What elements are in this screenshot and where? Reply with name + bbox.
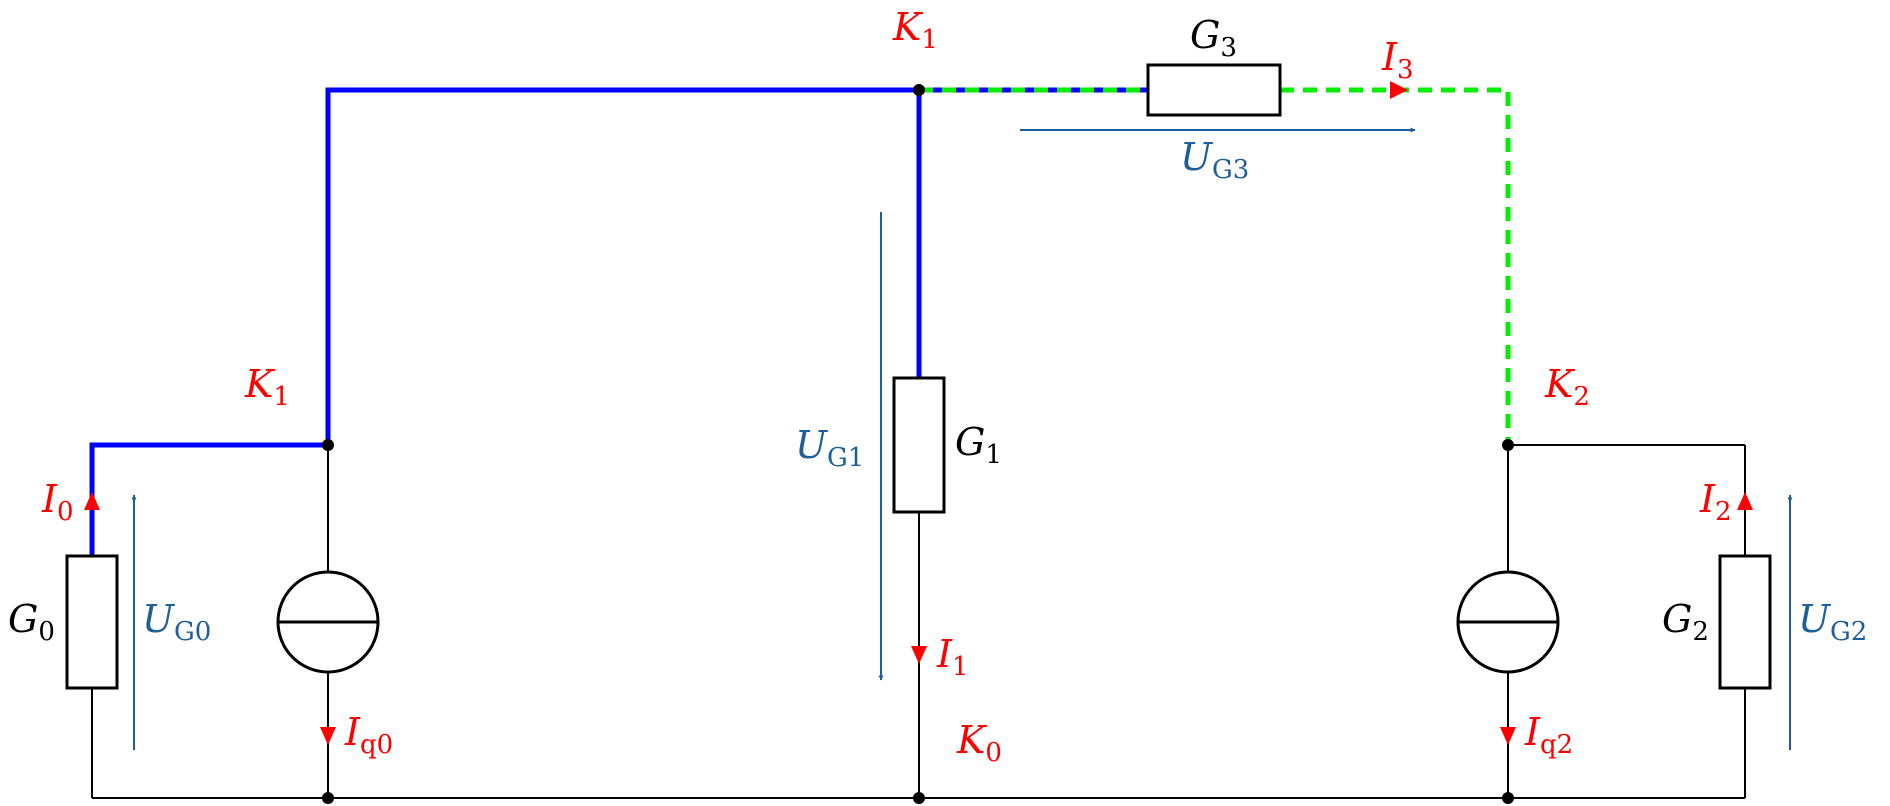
path-k1-left	[89, 87, 922, 556]
arrow-iq0	[320, 727, 336, 745]
label-k2: K2	[1544, 362, 1590, 412]
path-k1	[89, 87, 1148, 556]
label-g1: G1	[955, 420, 1002, 470]
label-i3: I3	[1381, 35, 1414, 85]
label-i0: I0	[41, 477, 74, 527]
arrow-i1	[911, 646, 927, 664]
label-i2: I2	[1699, 477, 1732, 527]
label-iq2: Iq2	[1524, 710, 1573, 760]
junction-k2	[1502, 439, 1514, 451]
label-ug3: UG3	[1180, 135, 1249, 185]
label-k0: K0	[956, 718, 1002, 768]
junction-k1-top	[913, 84, 925, 96]
label-i1: I1	[936, 632, 969, 682]
junctions	[322, 84, 1514, 804]
resistor-g3	[1146, 63, 1282, 117]
arrow-i2	[1737, 492, 1753, 510]
label-ug0: UG0	[142, 597, 211, 647]
junction-k0	[913, 792, 925, 804]
junction-ground-right	[1502, 792, 1514, 804]
labels: G0 G1 G3 G2 K1 K1 K2 K0 I0 I3 I1 I2 Iq0 …	[8, 5, 1867, 768]
path-k2	[919, 87, 1511, 445]
label-ug1: UG1	[795, 423, 864, 473]
current-source-q2	[1456, 570, 1560, 674]
label-k1-top: K1	[892, 5, 938, 55]
label-g0: G0	[8, 597, 55, 647]
resistor-g2	[1718, 554, 1772, 690]
resistor-g1	[892, 376, 946, 514]
label-g3: G3	[1190, 13, 1237, 63]
arrow-i0	[84, 492, 100, 510]
arrow-iq2	[1500, 727, 1516, 745]
label-iq0: Iq0	[344, 710, 393, 760]
resistors	[65, 63, 1772, 690]
junction-ground-left	[322, 792, 334, 804]
resistor-g0	[65, 554, 119, 690]
label-k1-left: K1	[244, 362, 290, 412]
current-source-q0	[276, 570, 380, 674]
voltage-arrows	[131, 127, 1793, 750]
path-k2-seg2	[1280, 87, 1511, 445]
label-g2: G2	[1662, 597, 1709, 647]
current-arrows	[84, 81, 1753, 745]
junction-k1-left	[322, 439, 334, 451]
label-ug2: UG2	[1798, 597, 1867, 647]
arrow-i3	[1390, 81, 1408, 99]
